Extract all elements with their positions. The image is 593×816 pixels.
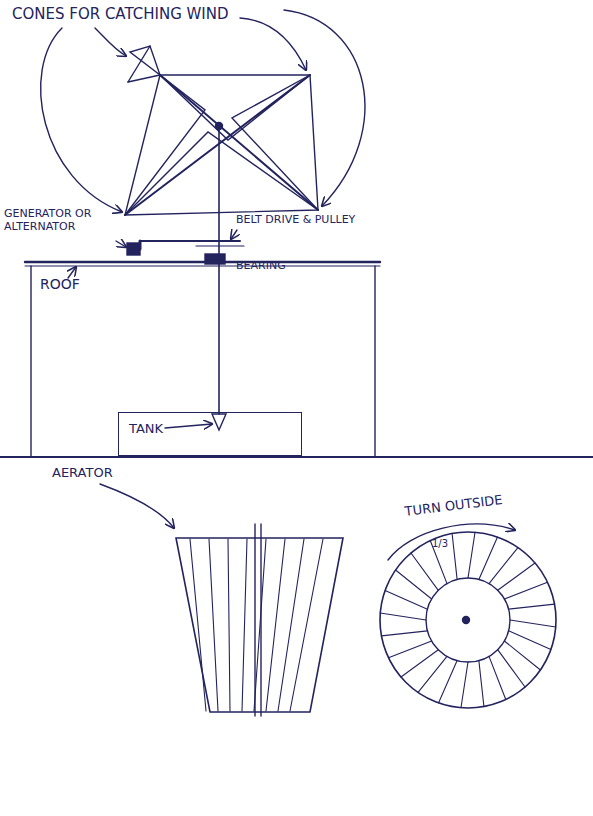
aerator-spoke — [380, 613, 426, 620]
rotor-arm — [160, 75, 318, 210]
aerator-spoke — [385, 591, 427, 610]
wall — [30, 266, 31, 456]
wall — [374, 266, 375, 456]
aerator-spoke — [411, 553, 438, 590]
rotor-frame — [125, 75, 318, 215]
callout-label: BELT DRIVE & PULLEY — [236, 214, 355, 227]
leader-arrow — [41, 28, 122, 212]
cone-line — [232, 75, 318, 210]
aerator-vane — [278, 539, 304, 711]
aerator-top — [380, 532, 556, 708]
leader-arrow — [95, 28, 126, 56]
wind-cone — [128, 75, 160, 82]
callout-label: ROOF — [40, 276, 80, 292]
cone-line — [160, 75, 310, 140]
tank-box: TANK — [118, 412, 302, 456]
leader-arrow — [231, 230, 237, 239]
callout-label: CONES FOR CATCHING WIND — [12, 6, 229, 23]
aerator-vane — [228, 539, 230, 711]
callout-label: AERATOR — [52, 466, 113, 481]
aerator-spoke — [439, 661, 458, 703]
aerator-spoke — [479, 661, 484, 707]
aerator-spokes — [380, 532, 555, 707]
aerator-spoke — [498, 650, 525, 687]
aerator-spoke — [498, 563, 535, 590]
cone-line — [125, 132, 318, 215]
roof-line — [25, 266, 380, 267]
aerator-vanes — [190, 539, 323, 711]
aerator-spoke — [510, 620, 556, 627]
aerator-vane — [242, 539, 247, 711]
cone-line — [125, 75, 205, 215]
shaft-arrowhead — [212, 414, 226, 430]
ground-line — [0, 456, 593, 458]
tank-label: TANK — [129, 421, 163, 436]
aerator-spoke — [479, 537, 498, 579]
belt-drive — [196, 245, 244, 246]
aerator-spoke — [389, 641, 432, 658]
aerator-axis — [463, 617, 470, 624]
fraction-label: 1/3 — [432, 538, 448, 550]
callout-label: GENERATOR OR ALTERNATOR — [4, 208, 116, 233]
aerator-spoke — [381, 631, 427, 636]
aerator-spoke — [461, 662, 468, 708]
aerator-vane — [190, 539, 206, 711]
rotor-arm — [125, 75, 310, 215]
aerator-side — [176, 538, 343, 712]
aerator-spoke — [504, 582, 547, 599]
note-label: TURN OUTSIDE — [404, 493, 503, 520]
aerator-spoke — [452, 533, 457, 579]
aerator-vane — [209, 539, 218, 711]
generator-symbol — [139, 241, 142, 249]
leader-arrow — [240, 18, 306, 70]
aerator-vane — [254, 539, 266, 711]
roof-line — [25, 261, 380, 263]
leader-arrow — [284, 10, 365, 206]
aerator-spoke — [401, 650, 438, 677]
callout-label: BEARING — [236, 260, 286, 273]
belt-drive — [140, 240, 240, 242]
generator-symbol — [127, 243, 140, 255]
aerator-spoke — [489, 656, 506, 699]
leader-arrow — [100, 484, 174, 528]
aerator-spoke — [509, 604, 555, 609]
aerator-spoke — [468, 532, 475, 578]
aerator-spoke — [509, 631, 551, 650]
shaft — [218, 126, 220, 414]
wind-cone — [128, 46, 150, 82]
leader-arrow — [116, 241, 126, 247]
aerator-vane — [290, 539, 323, 711]
leader-arrow — [165, 424, 212, 428]
turn-arrow — [388, 524, 515, 560]
